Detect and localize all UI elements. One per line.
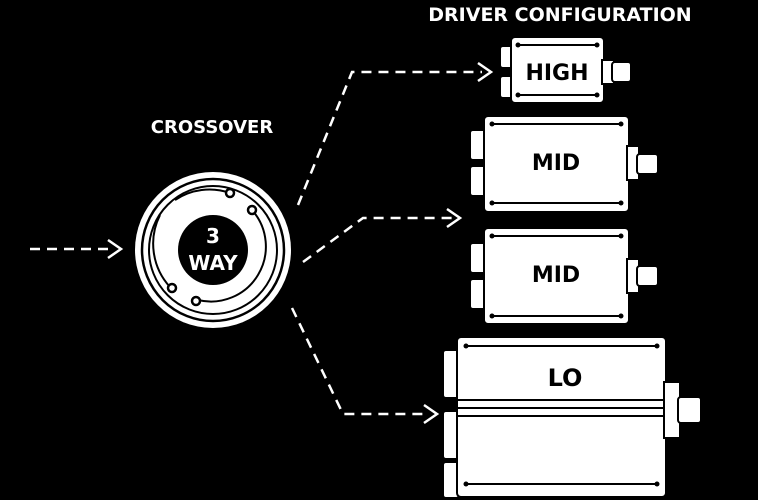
arrow-to-mid — [302, 207, 463, 264]
arrow-to-lo — [290, 307, 440, 425]
crossover-circle: 3 WAY — [135, 172, 291, 328]
crossover-line2: WAY — [188, 251, 238, 275]
driver-high-label: HIGH — [525, 61, 588, 86]
crossover-core — [178, 215, 248, 285]
driver-mid-1-label: MID — [532, 151, 580, 176]
driver-lo-label: LO — [548, 364, 583, 392]
crossover-line1: 3 — [206, 224, 220, 248]
driver-mid-2-label: MID — [532, 263, 580, 288]
driver-mid-1: MID — [469, 115, 659, 213]
driver-mid-2: MID — [469, 227, 659, 325]
driver-high: HIGH — [499, 36, 632, 104]
crossover-label: CROSSOVER — [151, 117, 274, 138]
arrow-to-high — [296, 61, 494, 206]
diagram-title: DRIVER CONFIGURATION — [428, 4, 691, 26]
input-arrow — [30, 238, 124, 260]
driver-lo: LO — [442, 336, 702, 499]
